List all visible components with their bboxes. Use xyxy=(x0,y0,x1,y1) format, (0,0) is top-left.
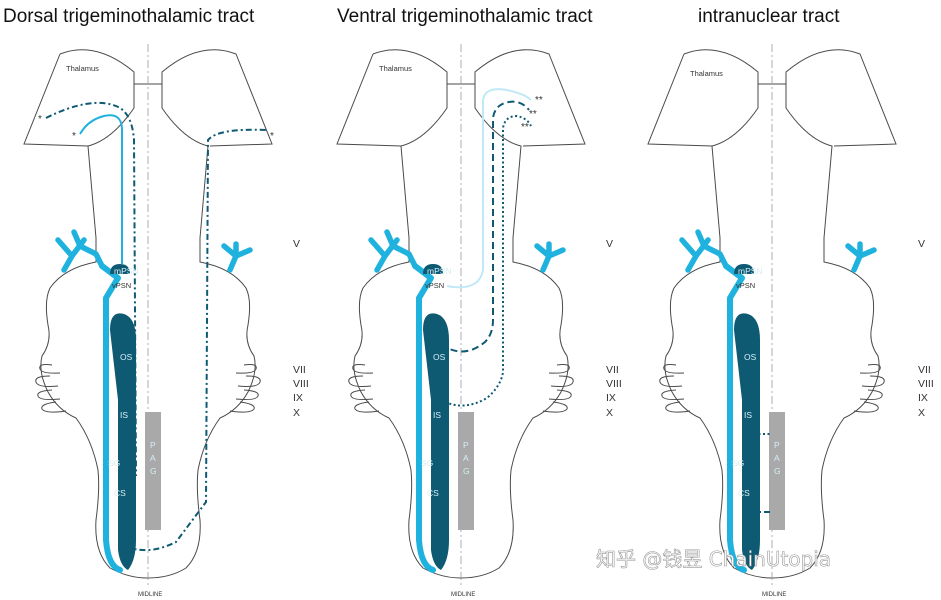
label-thalamus: Thalamus xyxy=(379,64,412,73)
annotation-star: * xyxy=(270,131,274,142)
label-midline: MIDLINE xyxy=(762,592,786,598)
dorsal-tract-ipsilateral xyxy=(79,114,123,264)
label-sg: SG xyxy=(108,458,120,468)
label-thalamus: Thalamus xyxy=(66,64,99,73)
label-mpsn: mPSN xyxy=(427,266,452,276)
panel-title-dorsal: Dorsal trigeminothalamic tract xyxy=(3,6,255,27)
label-nerve-vii: VII xyxy=(293,364,306,376)
label-nerve-vii: VII xyxy=(918,364,931,376)
label-pag: A xyxy=(463,453,469,463)
annotation-star: * xyxy=(38,114,42,125)
ventral-tract-pale xyxy=(446,88,532,289)
label-pag: P xyxy=(774,440,780,450)
label-pag: G xyxy=(774,466,781,476)
label-thalamus: Thalamus xyxy=(690,69,723,78)
label-nerve-ix: IX xyxy=(606,392,616,404)
label-is: IS xyxy=(744,410,752,420)
trigeminal-nerve-right xyxy=(848,244,874,270)
panel-title-intranuclear: intranuclear tract xyxy=(698,6,840,27)
label-nerve-v: V xyxy=(606,238,613,250)
label-pag: A xyxy=(774,453,780,463)
watermark: 知乎 @钱昱 ChainUtopia xyxy=(596,547,831,571)
trigeminal-nerve-right xyxy=(224,244,250,270)
label-os: OS xyxy=(120,352,133,362)
label-nerve-ix: IX xyxy=(293,392,303,404)
label-pag: G xyxy=(150,466,157,476)
label-nerve-ix: IX xyxy=(918,392,928,404)
panel-dorsal: Dorsal trigeminothalamic tract Thalamus … xyxy=(3,6,309,598)
label-nerve-x: X xyxy=(606,407,613,419)
label-midline: MIDLINE xyxy=(451,592,475,598)
label-vpsn: vPSN xyxy=(425,281,444,290)
label-mpsn: mPSN xyxy=(738,266,763,276)
label-nerve-viii: VIII xyxy=(293,378,309,390)
label-nerve-x: X xyxy=(293,407,300,419)
annotation-star: * xyxy=(72,131,76,142)
label-mpsn: mPSN xyxy=(114,266,139,276)
label-pag: P xyxy=(150,440,156,450)
label-os: OS xyxy=(744,352,757,362)
label-cs: CS xyxy=(114,488,126,498)
label-nerve-viii: VIII xyxy=(918,378,934,390)
brainstem-outline xyxy=(647,43,897,587)
label-vpsn: vPSN xyxy=(112,281,131,290)
label-vpsn: vPSN xyxy=(736,281,755,290)
dorsal-tract-contralateral xyxy=(125,128,267,552)
brainstem-outline xyxy=(23,43,273,587)
annotation-double-star: ** xyxy=(521,122,529,133)
label-nerve-x: X xyxy=(918,407,925,419)
label-sg: SG xyxy=(421,458,433,468)
label-sg: SG xyxy=(732,458,744,468)
panel-title-ventral: Ventral trigeminothalamic tract xyxy=(337,6,593,27)
label-nerve-viii: VIII xyxy=(606,378,622,390)
label-midline: MIDLINE xyxy=(138,592,162,598)
annotation-double-star: ** xyxy=(535,95,543,106)
label-os: OS xyxy=(433,352,446,362)
trigeminal-nerve-right xyxy=(537,244,563,270)
brainstem-outline xyxy=(336,43,586,587)
dorsal-tract-path xyxy=(45,101,137,477)
label-nerve-v: V xyxy=(293,238,300,250)
label-pag: G xyxy=(463,466,470,476)
ventral-tract-dotted xyxy=(440,114,532,407)
label-is: IS xyxy=(120,410,128,420)
panel-intranuclear: intranuclear tract Thalamus mPSN vPSN OS… xyxy=(647,6,934,598)
label-cs: CS xyxy=(427,488,439,498)
label-cs: CS xyxy=(738,488,750,498)
label-nerve-vii: VII xyxy=(606,364,619,376)
panel-ventral: Ventral trigeminothalamic tract Thalamus… xyxy=(336,6,622,598)
label-is: IS xyxy=(433,410,441,420)
ventral-tract-dashed xyxy=(440,100,530,353)
annotation-double-star: ** xyxy=(529,109,537,120)
label-pag: A xyxy=(150,453,156,463)
label-pag: P xyxy=(463,440,469,450)
label-nerve-v: V xyxy=(918,238,925,250)
